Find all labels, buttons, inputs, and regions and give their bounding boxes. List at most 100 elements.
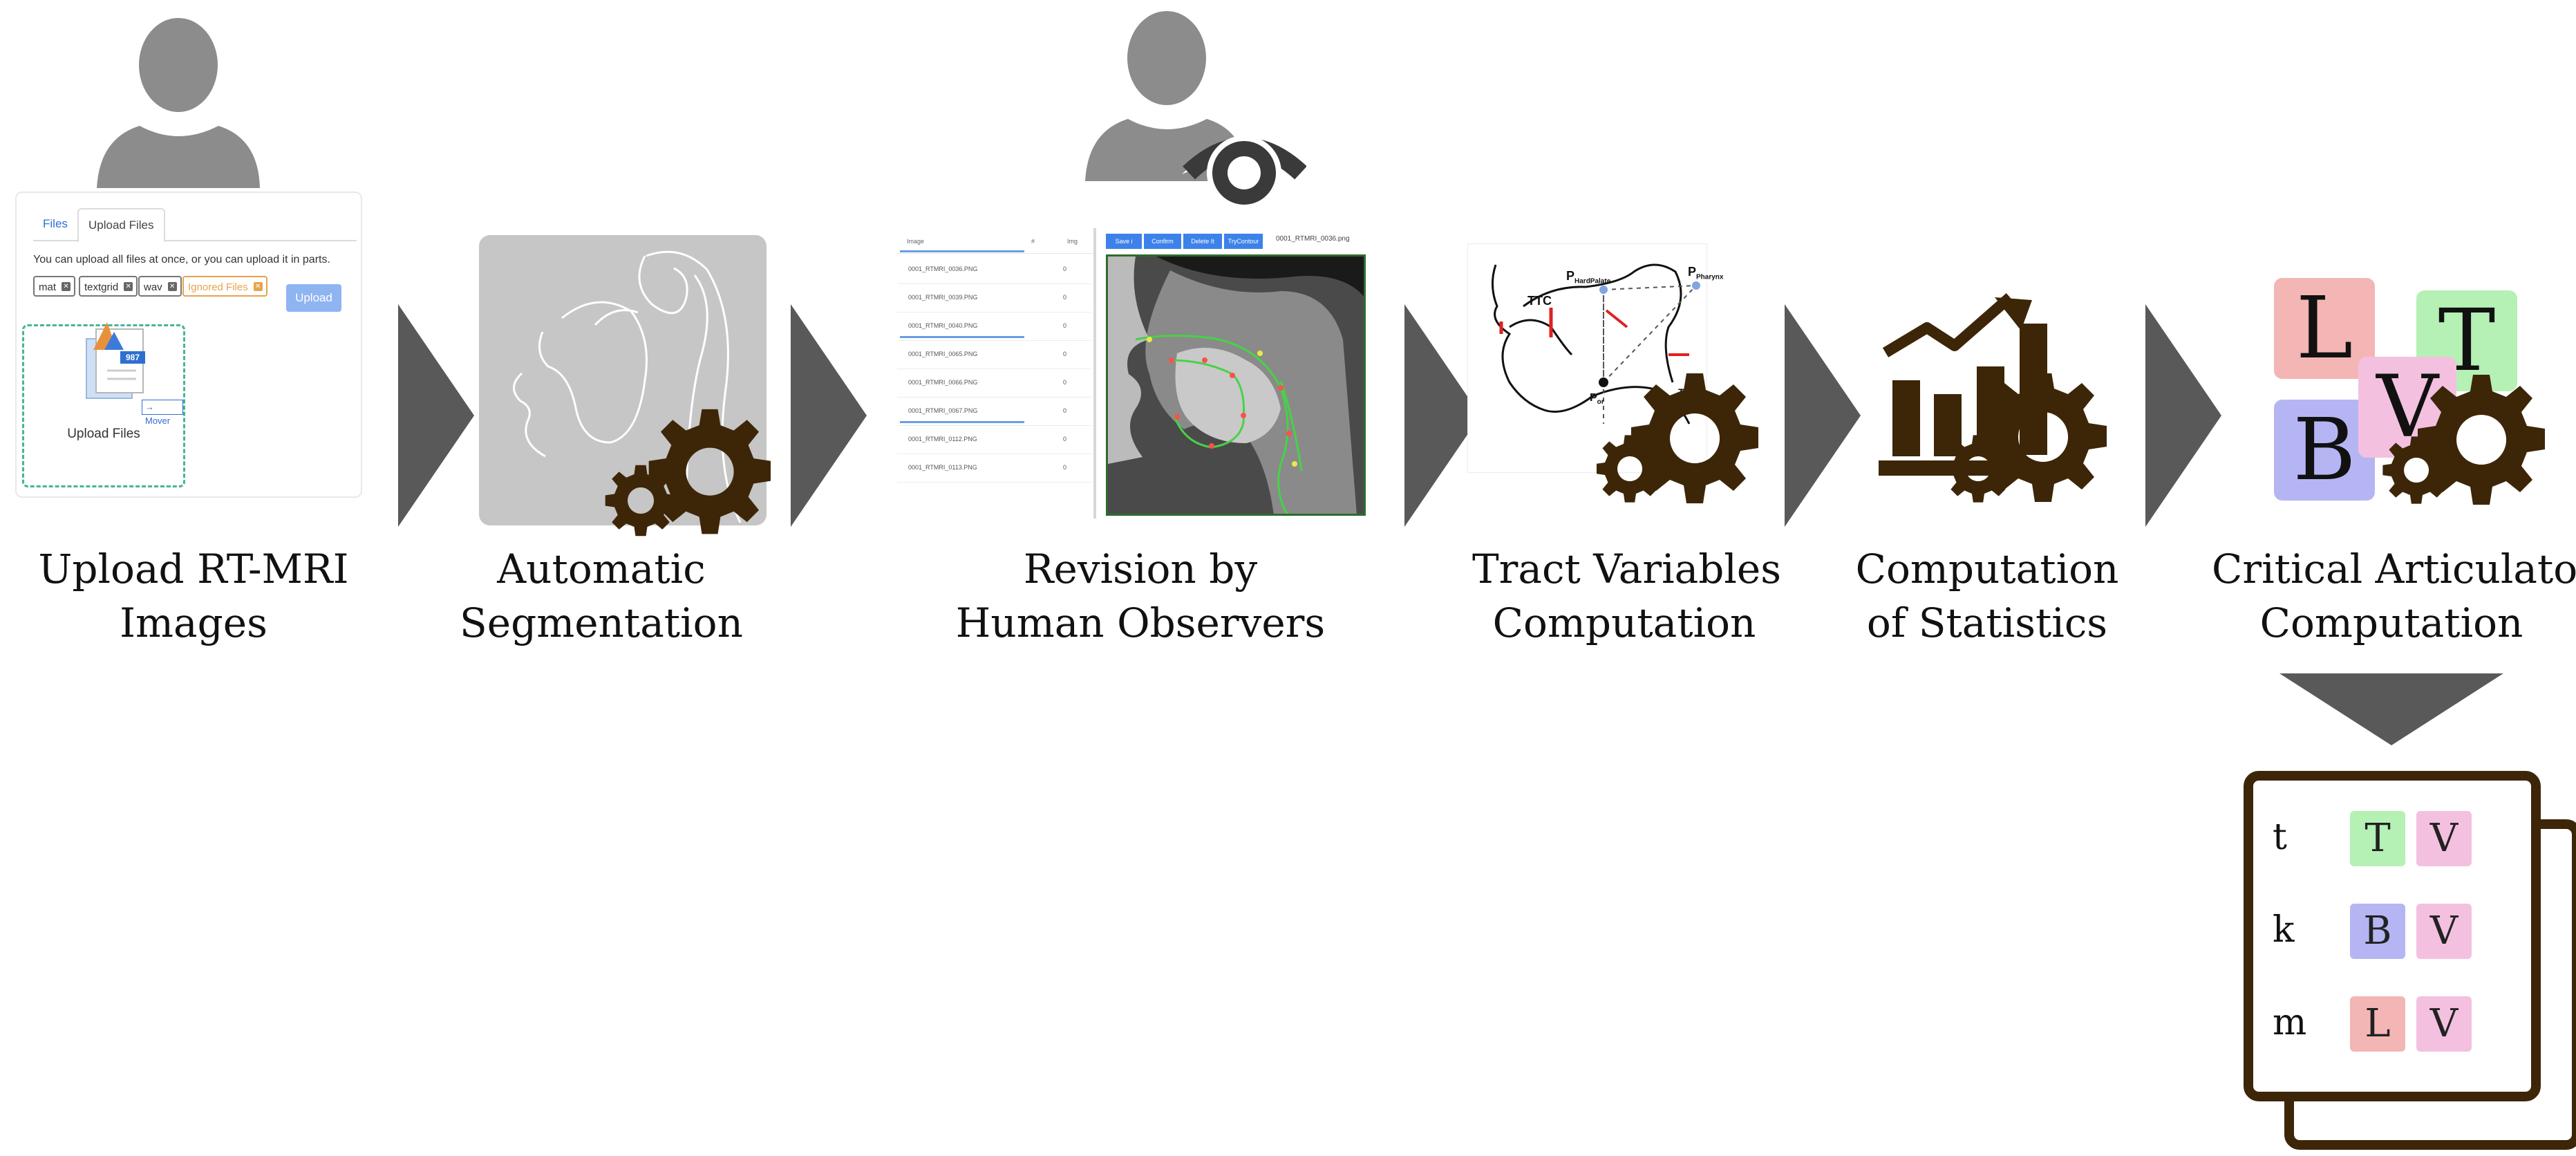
list-item[interactable]: 0001_RTMRI_0065.PNG 0 (897, 341, 1091, 369)
caption-line: Human Observers (955, 599, 1326, 646)
header-count: # (1031, 238, 1035, 245)
list-header: Image # Img (897, 228, 1093, 254)
image-count: 0 (1063, 407, 1067, 414)
label-sub: HardPalate (1574, 277, 1611, 286)
gear-icon (2382, 375, 2545, 505)
image-count: 0 (1063, 351, 1067, 357)
tile-lips: L (2274, 278, 2375, 379)
delete-button[interactable]: Delete It (1183, 234, 1222, 249)
flow-arrow (1785, 304, 1861, 527)
label-sub: Pharynx (1696, 273, 1724, 281)
tab-bar: Files Upload Files (33, 204, 357, 243)
upload-button[interactable]: Upload (286, 284, 341, 312)
chip-wav[interactable]: wav ✕ (138, 276, 182, 297)
articulator-tile: L (2350, 996, 2405, 1052)
caption-line: Upload RT-MRI (38, 546, 349, 593)
sound-label: k (2273, 909, 2295, 951)
label-ttc: TTC (1527, 294, 1552, 308)
header-image: Image (907, 238, 925, 245)
chip-label: Ignored Files (188, 281, 248, 293)
label-p: P (1688, 265, 1697, 279)
user-icon (97, 18, 260, 188)
row-underline (900, 336, 1024, 338)
step-caption: Upload RT-MRI Images (28, 542, 359, 650)
chip-label: textgrid (84, 281, 119, 293)
image-name: 0001_RTMRI_0040.PNG (908, 322, 978, 329)
gear-icon (1944, 373, 2107, 503)
try-contour-button[interactable]: TryContour (1224, 234, 1263, 249)
tab-upload-files[interactable]: Upload Files (77, 208, 165, 243)
caption-line: Computation (1492, 599, 1756, 646)
step-caption: Revision by Human Observers (954, 542, 1327, 650)
list-item[interactable]: 0001_RTMRI_0036.PNG 0 (897, 256, 1091, 284)
image-count: 0 (1063, 265, 1067, 272)
list-item[interactable]: 0001_RTMRI_0113.PNG 0 (897, 454, 1091, 483)
image-count: 0 (1063, 464, 1067, 471)
caption-line: Critical Articulator (2212, 546, 2576, 593)
chip-label: wav (144, 281, 162, 293)
image-count: 0 (1063, 294, 1067, 301)
mri-image[interactable] (1106, 254, 1366, 516)
chip-label: mat (39, 281, 57, 293)
current-filename: 0001_RTMRI_0036.png (1276, 235, 1350, 243)
observer-icon (1085, 11, 1306, 209)
image-count: 0 (1063, 379, 1067, 386)
caption-line: Computation (2259, 599, 2523, 646)
close-icon[interactable]: ✕ (124, 282, 133, 291)
articulator-tile: T (2350, 811, 2405, 866)
close-icon[interactable]: ✕ (167, 282, 177, 291)
tile-tongue-body: B (2274, 400, 2375, 501)
flow-arrow (2145, 304, 2221, 527)
caption-line: Automatic (497, 546, 706, 593)
image-count: 0 (1063, 322, 1067, 329)
list-item[interactable]: 0001_RTMRI_0066.PNG 0 (897, 369, 1091, 398)
label-p: P (1566, 269, 1575, 283)
articulator-tile: B (2350, 904, 2405, 959)
caption-line: Tract Variables (1472, 546, 1781, 593)
articulator-tile: V (2416, 811, 2472, 866)
close-icon[interactable]: ✕ (253, 282, 263, 291)
flow-arrow (1404, 304, 1480, 527)
list-item[interactable]: 0001_RTMRI_0112.PNG 0 (897, 426, 1091, 454)
chip-ignored-files[interactable]: Ignored Files ✕ (182, 276, 267, 297)
caption-line: Images (120, 599, 267, 646)
confirm-button[interactable]: Confirm (1144, 234, 1181, 249)
label-p: P (1590, 392, 1597, 404)
file-dropzone[interactable]: 987 → Mover Upload Files (22, 322, 185, 487)
label-sub: or (1597, 398, 1604, 407)
save-button[interactable]: Save i (1106, 234, 1142, 249)
dropzone-label: Upload Files (67, 427, 140, 441)
articulator-tile: V (2416, 904, 2472, 959)
close-icon[interactable]: ✕ (62, 282, 71, 291)
image-name: 0001_RTMRI_0113.PNG (908, 464, 977, 471)
image-name: 0001_RTMRI_0036.PNG (908, 265, 978, 272)
flow-arrow (398, 304, 474, 527)
header-underline (900, 250, 1024, 252)
sound-label: m (2273, 1002, 2307, 1043)
step-caption: Automatic Segmentation (442, 542, 760, 650)
image-name: 0001_RTMRI_0065.PNG (908, 351, 978, 357)
list-item[interactable]: 0001_RTMRI_0067.PNG 0 (897, 398, 1091, 426)
sound-label: t (2273, 817, 2287, 858)
image-count: 0 (1063, 436, 1067, 442)
gear-icon (605, 409, 771, 537)
image-name: 0001_RTMRI_0112.PNG (908, 436, 977, 442)
caption-line: Segmentation (460, 599, 743, 646)
chip-textgrid[interactable]: textgrid ✕ (79, 276, 138, 297)
upload-panel: Files Upload Files You can upload all fi… (15, 192, 362, 498)
flow-arrow-down (2279, 673, 2503, 745)
list-item[interactable]: 0001_RTMRI_0040.PNG 0 (897, 313, 1091, 341)
caption-line: Computation (1855, 546, 2119, 593)
row-underline (900, 421, 1024, 423)
tab-files[interactable]: Files (43, 217, 68, 230)
image-name: 0001_RTMRI_0066.PNG (908, 379, 978, 386)
statistics-chart-icon (1879, 292, 2047, 476)
image-name: 0001_RTMRI_0067.PNG (908, 407, 978, 414)
label-p-pharynx: PPharynx (1688, 265, 1723, 281)
flow-arrow (791, 304, 867, 527)
step-caption: Critical Articulator Computation (2212, 542, 2576, 650)
chip-mat[interactable]: mat ✕ (33, 276, 76, 297)
